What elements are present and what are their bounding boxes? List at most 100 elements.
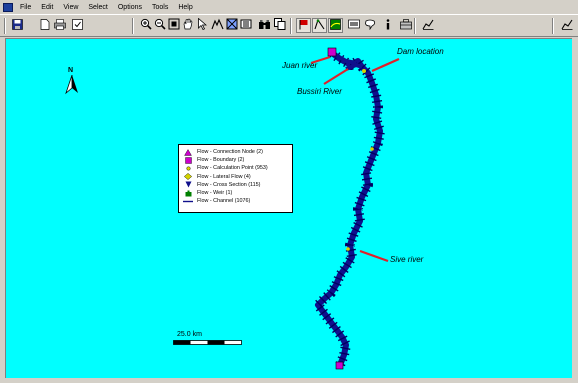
select-arrow-icon xyxy=(197,17,207,33)
toolbox-button[interactable] xyxy=(398,18,413,33)
legend-label: Flow - Weir (1) xyxy=(197,190,233,197)
flag-icon xyxy=(298,19,309,33)
weir-icon xyxy=(183,190,193,197)
find-button[interactable] xyxy=(257,18,272,33)
select-box-icon xyxy=(226,18,238,33)
north-arrow: N xyxy=(64,67,80,95)
map-legend: Flow - Connection Node (2) Flow - Bounda… xyxy=(178,144,293,213)
lateral-flow-point[interactable] xyxy=(362,69,366,73)
connection-node-icon xyxy=(183,148,193,156)
measure-icon xyxy=(240,18,252,33)
menu-file[interactable]: File xyxy=(20,3,32,11)
graph-button[interactable] xyxy=(420,18,435,33)
new-document-icon xyxy=(40,18,50,33)
dam-location-label: Dam location xyxy=(397,47,444,56)
map-button[interactable] xyxy=(328,18,343,33)
toolbar-grip xyxy=(4,18,6,34)
channel-line-icon xyxy=(183,198,193,205)
pan-button[interactable] xyxy=(180,18,195,33)
toolbar xyxy=(0,14,578,37)
menu-view[interactable]: View xyxy=(63,3,79,11)
view-button[interactable] xyxy=(346,18,361,33)
pan-hand-icon xyxy=(182,18,194,33)
juan-river-arrow xyxy=(310,55,331,65)
lateral-flow-point[interactable] xyxy=(370,147,374,151)
edit-node-icon xyxy=(314,18,325,33)
scale-bar-graphic xyxy=(173,340,242,345)
copy-icon xyxy=(273,18,286,33)
legend-item: Flow - Channel (1076) xyxy=(183,197,288,205)
zoom-out-button[interactable] xyxy=(152,18,167,33)
toolbar-separator xyxy=(132,18,134,34)
label-button[interactable] xyxy=(362,18,377,33)
legend-label: Flow - Lateral Flow (4) xyxy=(197,173,251,180)
properties-icon xyxy=(72,18,83,33)
legend-label: Flow - Connection Node (2) xyxy=(197,149,263,156)
menu-tools[interactable]: Tools xyxy=(151,3,169,11)
boundary-node[interactable] xyxy=(327,47,337,57)
graph-icon xyxy=(422,19,434,33)
map-canvas[interactable]: Dam location Juan river Bussiri River Si… xyxy=(5,38,572,378)
cross-section-icon xyxy=(183,181,193,188)
north-label: N xyxy=(68,67,74,74)
calculation-point-icon xyxy=(183,165,193,172)
bussiri-river-arrow xyxy=(323,68,349,85)
info-button[interactable] xyxy=(380,18,395,33)
save-button[interactable] xyxy=(10,18,25,33)
legend-label: Flow - Cross Section (115) xyxy=(197,181,261,188)
copy-button[interactable] xyxy=(272,18,287,33)
lateral-flow-icon xyxy=(183,173,193,181)
select-button[interactable] xyxy=(194,17,209,33)
print-button[interactable] xyxy=(52,18,67,33)
legend-item: Flow - Weir (1) xyxy=(183,189,288,197)
zoom-in-button[interactable] xyxy=(138,18,153,33)
properties-button[interactable] xyxy=(70,18,85,33)
legend-item: Flow - Connection Node (2) xyxy=(183,148,288,156)
measure-button[interactable] xyxy=(238,18,253,33)
river-network[interactable] xyxy=(6,39,572,378)
edit-node-button[interactable] xyxy=(312,18,327,33)
select-box-button[interactable] xyxy=(224,18,239,33)
menu-edit[interactable]: Edit xyxy=(41,3,54,11)
graph-view-button[interactable] xyxy=(559,18,574,33)
sive-river-label: Sive river xyxy=(390,255,424,264)
legend-item: Flow - Cross Section (115) xyxy=(183,181,288,189)
print-icon xyxy=(53,18,66,33)
flag-button[interactable] xyxy=(296,18,311,33)
map-icon xyxy=(330,18,341,33)
refresh-icon xyxy=(211,18,224,33)
legend-item: Flow - Boundary (2) xyxy=(183,156,288,164)
graph-icon xyxy=(561,19,573,33)
refresh-button[interactable] xyxy=(210,18,225,33)
bussiri-river-channel[interactable] xyxy=(345,62,363,71)
legend-item: Flow - Calculation Point (953) xyxy=(183,164,288,172)
menu-select[interactable]: Select xyxy=(88,3,108,11)
toolbar-separator xyxy=(552,18,554,34)
menu-options[interactable]: Options xyxy=(117,3,142,11)
boundary-node[interactable] xyxy=(335,361,344,370)
menu-bar: File Edit View Select Options Tools Help xyxy=(0,0,578,14)
legend-label: Flow - Boundary (2) xyxy=(197,157,245,164)
juan-river-channel[interactable] xyxy=(331,51,357,65)
sive-river-arrow xyxy=(359,249,389,263)
bussiri-river-label: Bussiri River xyxy=(297,87,342,96)
label-icon xyxy=(364,19,376,33)
lateral-flow-point[interactable] xyxy=(346,247,350,251)
view-icon xyxy=(347,19,360,33)
scale-bar: 25.0 km xyxy=(173,331,243,347)
new-button[interactable] xyxy=(37,18,52,33)
toolbar-separator xyxy=(290,18,292,34)
info-icon xyxy=(384,18,392,33)
zoom-extent-button[interactable] xyxy=(166,18,181,33)
scale-label: 25.0 km xyxy=(177,331,202,338)
river-cross-sections xyxy=(313,49,385,367)
legend-label: Flow - Channel (1076) xyxy=(197,198,251,205)
binoculars-icon xyxy=(258,19,271,33)
toolbox-icon xyxy=(399,18,412,33)
dam-location-arrow xyxy=(371,57,400,73)
river-channel[interactable] xyxy=(315,50,383,368)
app-icon[interactable] xyxy=(3,2,13,12)
save-icon xyxy=(12,18,23,33)
menu-help[interactable]: Help xyxy=(178,3,193,11)
